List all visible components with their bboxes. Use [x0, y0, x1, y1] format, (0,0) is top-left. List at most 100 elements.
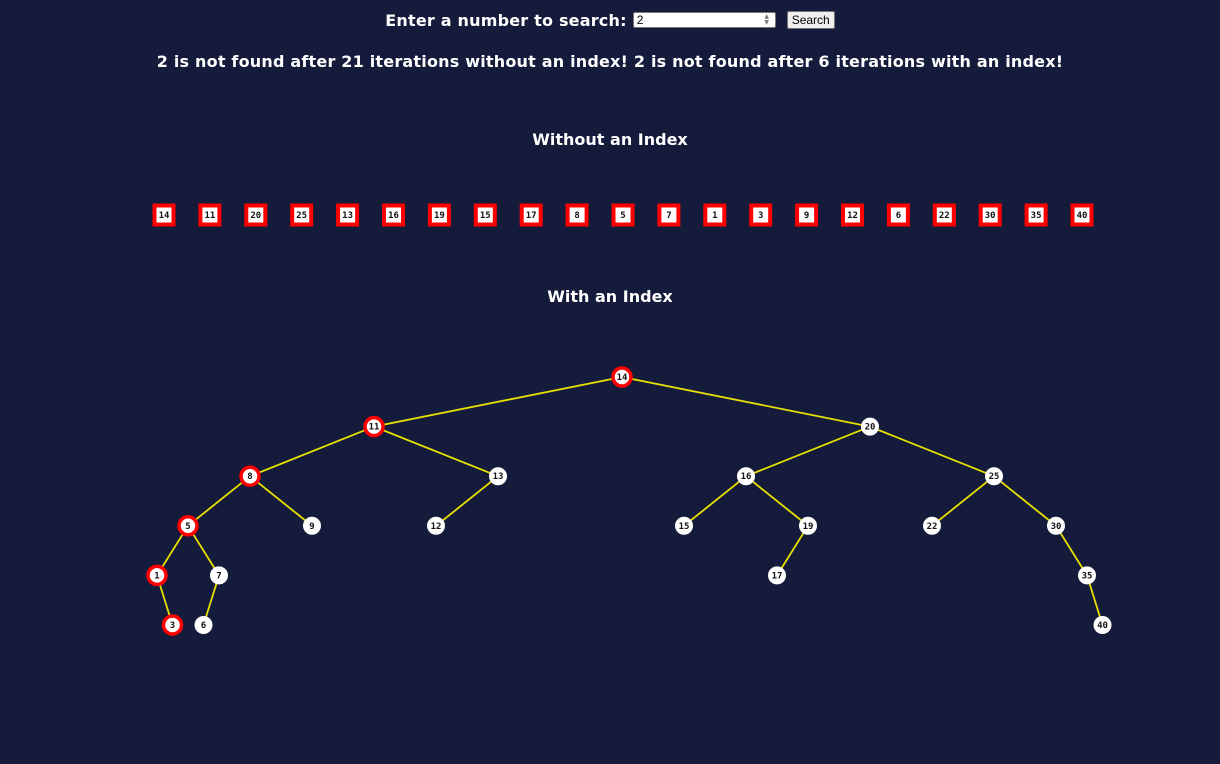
array-cell-value: 13 — [342, 211, 353, 221]
array-cell-value: 5 — [620, 211, 625, 221]
array-cell-box — [382, 203, 405, 227]
array-cell: 30 — [978, 203, 1002, 227]
array-cell-box — [703, 203, 727, 227]
search-button[interactable]: Search — [786, 11, 835, 29]
array-cell-box — [886, 203, 910, 227]
array-cell-value: 15 — [480, 211, 491, 221]
tree-node-value: 6 — [201, 621, 206, 631]
array-cell-value: 22 — [939, 211, 950, 221]
tree-node-value: 12 — [431, 522, 442, 532]
tree-edge — [373, 376, 623, 428]
tree-node-value: 8 — [247, 472, 252, 482]
array-cell-box — [611, 203, 635, 227]
tree-node-value: 15 — [679, 522, 690, 532]
tree-node-value: 40 — [1097, 621, 1108, 631]
tree-node: 13 — [489, 467, 507, 486]
array-cell: 15 — [473, 203, 497, 227]
array-cell-value: 3 — [758, 211, 763, 221]
array-cell-value: 17 — [526, 211, 537, 221]
tree-node-circle — [861, 417, 879, 436]
array-cell-box — [519, 203, 543, 227]
array-cell-box — [932, 203, 956, 227]
tree-node: 12 — [427, 516, 445, 535]
search-input-wrapper[interactable]: ▲▼ — [632, 12, 776, 28]
tree-node-value: 20 — [865, 423, 876, 433]
array-cell-value: 40 — [1077, 211, 1088, 221]
tree-node-circle — [489, 467, 507, 486]
array-cell-value: 7 — [666, 211, 671, 221]
array-cell-box — [473, 203, 497, 227]
tree-edge — [931, 475, 995, 527]
array-cell: 17 — [519, 203, 543, 227]
tree-node-circle — [194, 616, 213, 634]
array-cell: 7 — [657, 203, 681, 227]
array-cell-value: 9 — [804, 211, 809, 221]
tree-edge — [776, 525, 809, 576]
tree-node-circle — [303, 516, 321, 535]
result-message: 2 is not found after 21 iterations witho… — [156, 52, 1064, 71]
tree-node: 19 — [799, 516, 817, 535]
tree-node-circle — [210, 566, 228, 585]
tree-node-value: 16 — [741, 472, 752, 482]
number-spinner-icon[interactable]: ▲▼ — [764, 13, 769, 26]
search-bar: Enter a number to search: ▲▼ Search — [0, 8, 1220, 32]
tree-edge — [1055, 525, 1088, 576]
tree-node-circle — [1093, 616, 1112, 634]
tree-node-value: 7 — [216, 571, 221, 581]
tree-edge — [993, 475, 1057, 527]
tree-node-circle — [1047, 516, 1065, 535]
tree-node: 25 — [985, 467, 1003, 486]
tree-node: 14 — [611, 366, 633, 388]
tree-node-circle — [1078, 566, 1096, 585]
array-cell-value: 14 — [159, 211, 170, 221]
array-cell-box — [1024, 203, 1048, 227]
array-cell-box — [427, 203, 451, 227]
tree-node-value: 9 — [309, 522, 314, 532]
array-cell-value: 12 — [847, 211, 858, 221]
array-cell-value: 19 — [434, 211, 445, 221]
tree-node: 15 — [675, 516, 693, 535]
tree-edge — [869, 425, 995, 478]
array-cell-box — [152, 203, 176, 227]
without-index-title: Without an Index — [532, 130, 688, 149]
tree-node: 40 — [1093, 616, 1112, 634]
array-cell-value: 25 — [296, 211, 307, 221]
array-cell-box — [978, 203, 1002, 227]
tree-edge — [621, 376, 871, 428]
array-cell-box — [1070, 203, 1094, 227]
tree-node-value: 14 — [617, 373, 628, 383]
tree-node: 22 — [923, 516, 941, 535]
array-cell-box — [244, 203, 268, 227]
tree-node: 8 — [239, 465, 261, 487]
array-cell-box — [565, 203, 589, 227]
array-cell: 5 — [611, 203, 635, 227]
tree-node-value: 13 — [493, 472, 504, 482]
array-cell-box — [198, 203, 222, 227]
tree-edge — [373, 425, 499, 478]
tree-node-circle — [768, 566, 786, 585]
array-cell: 13 — [336, 203, 360, 227]
tree-node-value: 35 — [1082, 571, 1093, 581]
tree-edge — [249, 475, 313, 527]
tree-node-value: 30 — [1051, 522, 1062, 532]
search-input[interactable] — [634, 13, 759, 27]
tree-edge — [745, 425, 871, 478]
tree-node: 11 — [363, 415, 385, 438]
tree-node-circle — [161, 614, 184, 636]
tree-node-circle — [737, 467, 755, 486]
tree-node: 30 — [1047, 516, 1065, 535]
array-cell-box — [290, 203, 314, 227]
tree-node-value: 19 — [803, 522, 814, 532]
tree-node-circle — [675, 516, 693, 535]
array-cell: 6 — [886, 203, 910, 227]
tree-node-circle — [363, 415, 385, 438]
array-cell: 40 — [1070, 203, 1094, 227]
tree-node: 1 — [146, 564, 168, 587]
array-cell-box — [841, 203, 864, 227]
search-label: Enter a number to search: — [385, 10, 627, 30]
tree-node-circle — [177, 515, 199, 537]
array-cell-value: 16 — [388, 211, 399, 221]
tree-node-circle — [985, 467, 1003, 486]
